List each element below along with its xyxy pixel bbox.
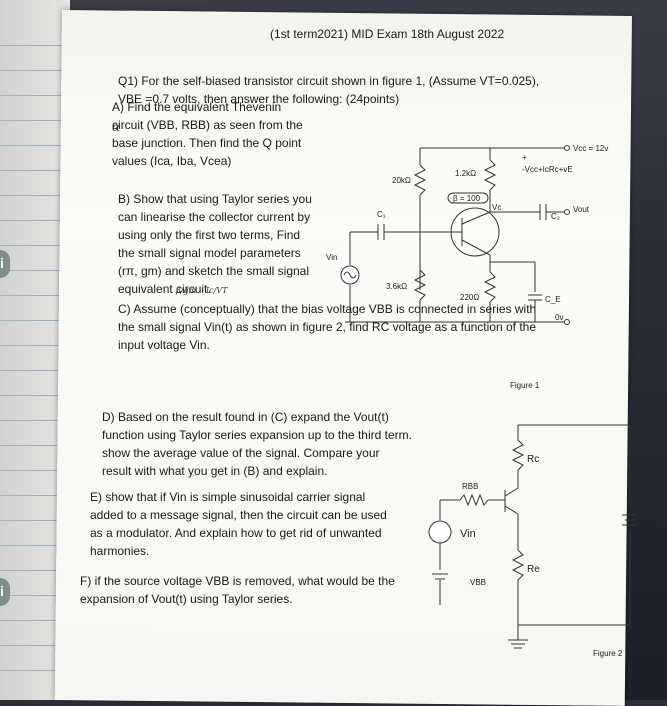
info-tab-icon: i: [0, 250, 10, 278]
fig2-vcc-label: Vcc: [638, 518, 655, 529]
fig1-plus-note: +: [522, 153, 527, 162]
gm-hint: Ic/VT: [206, 286, 228, 295]
fig2-vbb-label: VBB: [470, 578, 486, 587]
fig2-rbb-label: RBB: [462, 482, 478, 491]
fig1-beta-label: β = 100: [453, 194, 481, 203]
part-b: B) Show that using Taylor series you can…: [118, 192, 312, 296]
alpha-mark: α: [112, 120, 121, 134]
fig1-c2-label: C₂: [551, 212, 560, 221]
part-c: C) Assume (conceptually) that the bias v…: [118, 302, 537, 352]
part-d: D) Based on the result found in (C) expa…: [102, 410, 412, 478]
part-f: F) if the source voltage VBB is removed,…: [80, 574, 395, 606]
fig1-zero-label: 0v: [555, 313, 563, 322]
fig2-rc-label: Rc: [527, 454, 539, 465]
fig1-ce-label: C_E: [545, 295, 561, 304]
fig1-r2-label: 3.6kΩ: [386, 282, 407, 291]
fig2-vin-label: Vin: [460, 528, 476, 540]
part-a: A) Find the equivalent Thevenin circuit …: [112, 100, 303, 168]
fig1-re-label: 220Ω: [460, 293, 479, 302]
part-e: E) show that if Vin is simple sinusoidal…: [90, 490, 387, 558]
fig2-re-label: Re: [527, 564, 540, 575]
exam-header: (1st term2021) MID Exam 18th August 2022: [270, 27, 505, 41]
fig1-rc-label: 1.2kΩ: [455, 169, 476, 178]
fig1-caption: Figure 1: [510, 381, 540, 390]
rpi-hint: β/gm: [176, 286, 197, 295]
fig1-vin-label: Vin: [326, 253, 337, 262]
fig1-vout-label: Vout: [573, 205, 590, 214]
question-1: Q1) For the self-biased transistor circu…: [118, 74, 540, 106]
info-tab-icon: i: [0, 578, 10, 606]
fig1-vcc-label: Vcc = 12v: [573, 144, 608, 153]
fig1-r1-label: 20kΩ: [392, 176, 411, 185]
fig1-c1-label: C₁: [377, 210, 386, 219]
fig1-vce-note: -Vcc+IcRc+vE: [522, 165, 573, 174]
fig1-vc-note: Vc: [492, 203, 501, 212]
fig2-caption: Figure 2: [593, 649, 623, 658]
